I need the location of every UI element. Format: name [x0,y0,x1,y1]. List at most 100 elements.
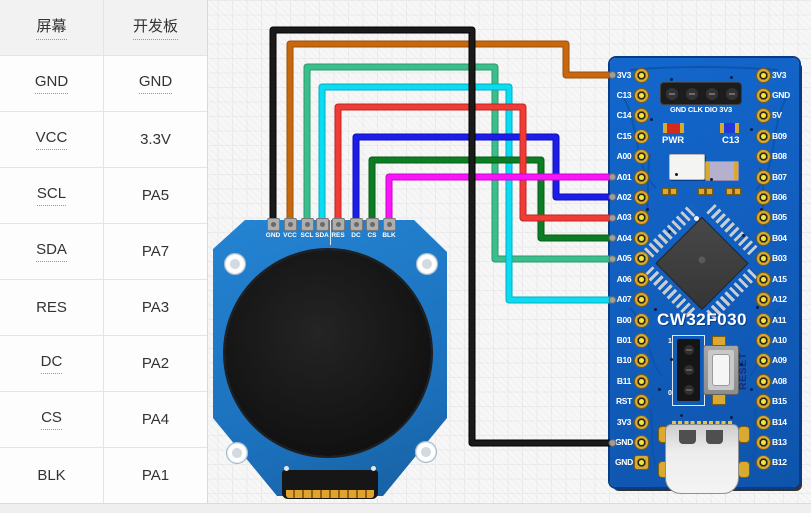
board-pad-left-3v3 [634,415,648,429]
screen-pin-blk: BLK [37,467,66,484]
wire-edge-vcc [286,40,612,227]
board-pin-label-right-a08: A08 [772,375,787,386]
board-pin-pa4: PA4 [141,411,170,428]
cell-screen-pin: SDA [0,224,104,279]
board-pin-label-left-3v3: 3V3 [616,69,632,80]
board-pad-left-a07 [634,293,648,307]
swd-header [661,83,741,104]
lcd-pad-blk [382,218,396,231]
board-pad-left-a03 [634,211,648,225]
wire-res [335,104,612,227]
status-led [720,123,739,133]
mounting-hole [416,253,438,275]
led-pad [720,123,724,133]
board-pad-right-b12 [756,456,770,470]
board-pad-left-c15 [634,129,648,143]
mounting-hole [224,253,246,275]
cell-screen-pin: GND [0,56,104,111]
board-pin-label-left-b11: B11 [616,375,632,386]
board-pad-right-b06 [756,191,770,205]
screen-pin-res: RES [36,299,67,316]
header-screen[interactable]: 屏幕 [36,15,67,40]
board-pin-label-right-b07: B07 [772,171,787,182]
header-board[interactable]: 开发板 [132,15,178,40]
table-header-row: 屏幕 开发板 [0,0,207,56]
crystal-oscillator [669,154,705,180]
board-pin-label-left-a07: A07 [616,294,632,305]
board-pad-left-c13 [634,88,648,102]
solder-pad [706,188,713,195]
board-pin-label-right-b06: B06 [772,192,787,203]
lcd-pad-cs [365,218,379,231]
board-pin-label-left-c15: C15 [616,130,632,141]
board-pin-gnd[interactable]: GND [138,73,173,94]
cell-screen-pin: SCL [0,168,104,223]
screen-pin-cs[interactable]: CS [41,409,62,430]
board-pin-label-left-c14: C14 [616,110,632,121]
board-pad-left-a02 [634,191,648,205]
board-pin-pa5: PA5 [141,187,170,204]
board-pin-label-left-a00: A00 [616,151,632,162]
usb-c-connector[interactable] [665,424,739,494]
swd-labels: GND CLK DIO 3V3 [669,105,732,114]
solder-pad [698,188,705,195]
board-pad-right-a11 [756,313,770,327]
header-pin-hole [683,365,694,375]
screen-pin-scl[interactable]: SCL [36,185,67,206]
screen-pin-sda[interactable]: SDA [36,241,67,262]
cell-board-pin: PA4 [104,392,207,447]
board-pin-label-left-b00: B00 [616,314,632,325]
board-pin-label-left-a01: A01 [616,171,632,182]
board-pin-label-right-5v: 5V [772,110,782,121]
board-pin-label-right-b08: B08 [772,151,787,162]
board-pad-left-a01 [634,170,648,184]
lcd-pin-label-blk: BLK [382,232,396,239]
board-pin-label-right-b13: B13 [772,437,787,448]
cell-board-pin: PA3 [104,280,207,335]
board-pad-right-b07 [756,170,770,184]
board-pin-label-right-b03: B03 [772,253,787,264]
power-led-label: PWR [662,135,685,146]
cell-screen-pin: DC [0,336,104,391]
header-pin-hole [683,345,694,355]
reset-button[interactable] [703,345,739,395]
board-pad-right-b14 [756,415,770,429]
board-pin-label-left-b01: B01 [616,334,632,345]
screen-pin-gnd[interactable]: GND [34,73,69,94]
mounting-hole [226,442,248,464]
status-led-body [724,123,735,133]
chip-dot [697,254,707,265]
dev-board: GND CLK DIO 3V3 PWR C13 [610,58,799,494]
reset-button-cap [712,354,730,386]
cell-board-pin: PA1 [104,448,207,503]
screen-pin-vcc[interactable]: VCC [35,129,68,150]
swd-pin-hole [686,87,698,100]
screen-pin-dc[interactable]: DC [40,353,63,374]
pin1-indicator [694,216,699,221]
board-pad-left-b01 [634,333,648,347]
table-row: SCL PA5 [0,168,207,224]
header-pin-hole [683,385,694,395]
board-pad-right-a10 [756,333,770,347]
board-pin-label-left-b10: B10 [616,355,632,366]
tab-dot [284,466,289,471]
cell-screen-pin: RES [0,280,104,335]
board-pin-label-right-a15: A15 [772,273,787,284]
board-name: CW32F030 [657,310,747,329]
cell-screen-pin: BLK [0,448,104,503]
board-pin-label-left-a05: A05 [616,253,632,264]
lcd-pad-dc [349,218,363,231]
board-pin-label-right-3v3: 3V3 [772,69,787,80]
cell-board-pin: PA7 [104,224,207,279]
board-pin-label-left-a02: A02 [616,192,632,203]
led-pad [735,123,739,133]
board-pin-label-right-b05: B05 [772,212,787,223]
solder-pad [662,188,669,195]
board-pad-right-b04 [756,231,770,245]
boot-header [677,339,700,401]
wire-vcc [287,41,612,227]
board-pin-pa2: PA2 [141,355,170,372]
round-lcd-screen [225,250,431,456]
